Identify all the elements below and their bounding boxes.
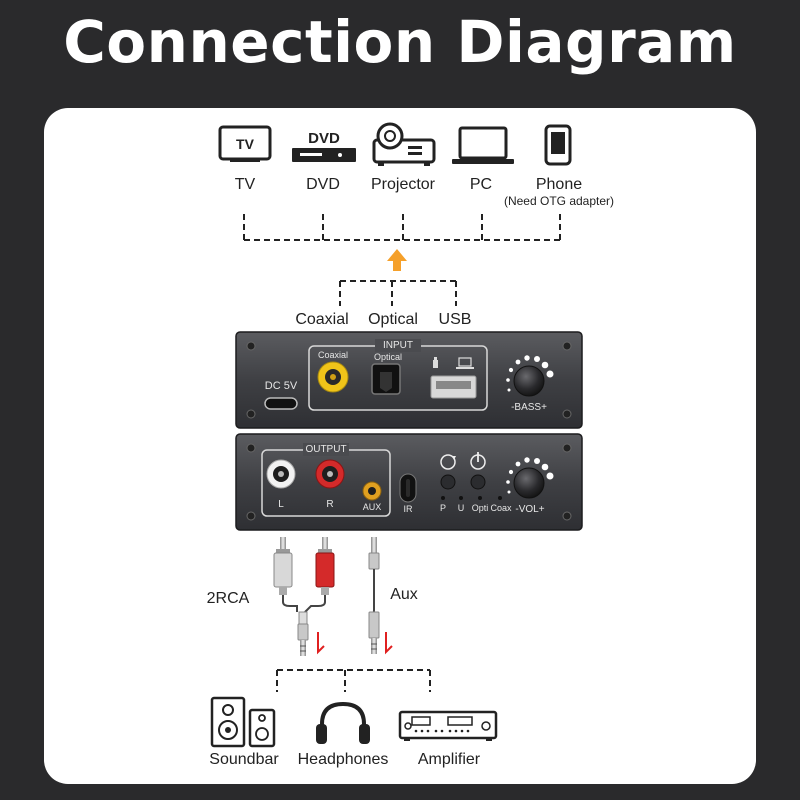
page-title: Connection Diagram	[63, 8, 737, 76]
tv-icon: TV	[218, 125, 272, 162]
input-label-optical: Optical	[368, 311, 418, 328]
coaxial-input-jack	[317, 361, 349, 393]
rca-right-output-jack	[315, 459, 345, 489]
svg-text:DVD: DVD	[308, 130, 340, 147]
output-connector-lines	[276, 669, 431, 692]
source-label-dvd: DVD	[306, 176, 340, 193]
input-indicator-leds	[441, 496, 502, 500]
amplifier-icon	[398, 710, 498, 741]
rca-left-output-jack	[266, 459, 296, 489]
aux-cable-label: Aux	[390, 586, 418, 603]
svg-text:TV: TV	[236, 136, 255, 152]
usb-flash-icon	[433, 357, 438, 368]
indicator-label-u: U	[457, 503, 465, 513]
phone-note: (Need OTG adapter)	[503, 194, 615, 208]
optical-port-label: Optical	[373, 352, 402, 362]
rca-to-aux-cable	[273, 537, 335, 656]
source-label-projector: Projector	[370, 176, 436, 193]
laptop-small-icon	[456, 357, 474, 369]
aux-output-jack	[362, 481, 382, 501]
ir-label: IR	[403, 504, 413, 514]
rca-cable-label: 2RCA	[206, 590, 250, 607]
input-label-coaxial: Coaxial	[295, 311, 349, 328]
source-label-tv: TV	[234, 176, 256, 193]
laptop-icon	[452, 126, 514, 164]
down-arrow-icon	[317, 632, 325, 655]
aux-cable	[368, 537, 380, 654]
input-switch-button[interactable]	[440, 454, 456, 490]
input-label-usb: USB	[438, 311, 472, 328]
volume-knob-label: -VOL+	[515, 504, 545, 515]
bass-knob-label: -BASS+	[511, 402, 547, 413]
headphones-icon	[316, 701, 370, 744]
dvd-player-icon: DVD	[292, 130, 356, 162]
soundbar-icon	[210, 696, 276, 748]
output-label-headphones: Headphones	[297, 751, 389, 768]
output-label-soundbar: Soundbar	[209, 751, 279, 768]
optical-input-port	[371, 363, 401, 395]
source-label-pc: PC	[469, 176, 493, 193]
volume-knob[interactable]	[506, 457, 554, 499]
output-group-label: OUTPUT	[305, 444, 347, 455]
power-button[interactable]	[470, 452, 486, 490]
usb-input-port	[430, 375, 477, 399]
rca-right-label: R	[326, 499, 334, 510]
output-label-amplifier: Amplifier	[417, 751, 481, 768]
source-connector-lines	[243, 214, 561, 241]
down-arrow-icon-2	[385, 632, 393, 655]
coaxial-port-label: Coaxial	[317, 350, 348, 360]
dc-power-label: DC 5V	[264, 380, 298, 392]
projector-icon	[372, 122, 436, 166]
aux-port-label: AUX	[362, 502, 382, 512]
input-connector-lines	[339, 280, 457, 306]
input-group-label: INPUT	[383, 340, 413, 351]
source-label-phone: Phone	[535, 176, 583, 193]
bass-knob[interactable]	[506, 355, 554, 397]
bottom-device-unit	[235, 433, 583, 531]
rca-left-label: L	[278, 499, 284, 510]
indicator-label-opti: Opti	[471, 503, 489, 513]
indicator-label-p: P	[439, 503, 446, 513]
ir-receiver-window	[399, 473, 417, 503]
dc-power-port	[264, 397, 298, 410]
indicator-label-coax: Coax	[490, 503, 512, 513]
up-arrow-icon	[387, 249, 407, 271]
phone-icon	[544, 124, 572, 166]
top-device-unit	[235, 331, 583, 429]
